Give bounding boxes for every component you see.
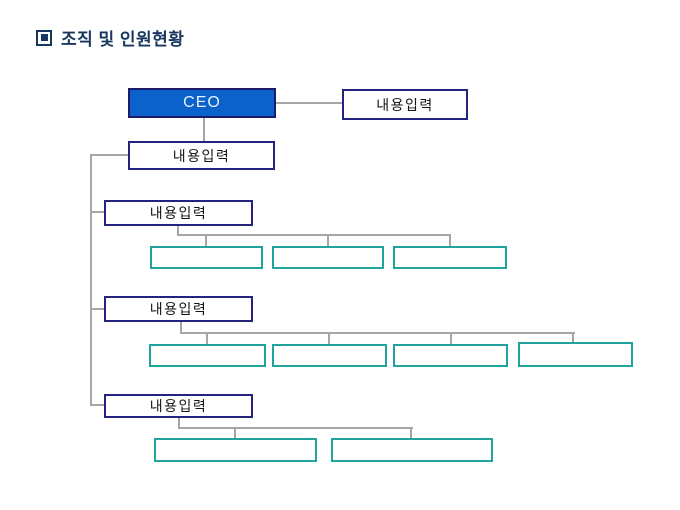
connector-rail-group3 <box>92 404 104 406</box>
connector-rail-deputy <box>92 154 128 156</box>
group1-header-box[interactable]: 내용입력 <box>104 200 253 226</box>
deputy-placeholder-box[interactable]: 내용입력 <box>128 141 275 170</box>
group2-child-box-2[interactable] <box>272 344 387 367</box>
connector-group2-drop-parent <box>180 322 182 334</box>
staff-placeholder-box[interactable]: 내용입력 <box>342 89 468 120</box>
group2-child-box-4[interactable] <box>518 342 633 367</box>
group3-child-box-1[interactable] <box>154 438 317 462</box>
connector-left-rail <box>90 154 92 406</box>
group3-header-box[interactable]: 내용입력 <box>104 394 253 418</box>
connector-group1-drop-3 <box>449 236 451 246</box>
group1-child-box-1[interactable] <box>150 246 263 269</box>
connector-ceo-staff <box>276 102 342 104</box>
connector-group2-drop-2 <box>328 334 330 344</box>
group2-child-box-1[interactable] <box>149 344 266 367</box>
connector-group2-drop-3 <box>450 334 452 344</box>
ceo-box[interactable]: CEO <box>128 88 276 118</box>
connector-rail-group2 <box>92 308 104 310</box>
group1-child-box-2[interactable] <box>272 246 384 269</box>
page-title: 조직 및 인원현황 <box>36 25 184 50</box>
connector-group1-drop-parent <box>177 226 179 236</box>
connector-group2-drop-4 <box>572 334 574 342</box>
page-title-text: 조직 및 인원현황 <box>61 30 185 49</box>
group3-child-box-2[interactable] <box>331 438 493 462</box>
connector-group3-drop-2 <box>410 429 412 438</box>
group1-child-box-3[interactable] <box>393 246 507 269</box>
connector-group1-drop-1 <box>205 236 207 246</box>
connector-ceo-deputy <box>203 118 205 141</box>
group2-header-box[interactable]: 내용입력 <box>104 296 253 322</box>
connector-group1-drop-2 <box>327 236 329 246</box>
group2-child-box-3[interactable] <box>393 344 508 367</box>
connector-rail-group1 <box>92 211 104 213</box>
connector-group3-drop-1 <box>234 429 236 438</box>
connector-group3-drop-parent <box>178 418 180 429</box>
connector-group3-horizontal <box>178 427 413 429</box>
connector-group2-drop-1 <box>206 334 208 344</box>
connector-group1-horizontal <box>177 234 451 236</box>
square-in-square-icon <box>36 29 52 46</box>
connector-group2-horizontal <box>180 332 575 334</box>
